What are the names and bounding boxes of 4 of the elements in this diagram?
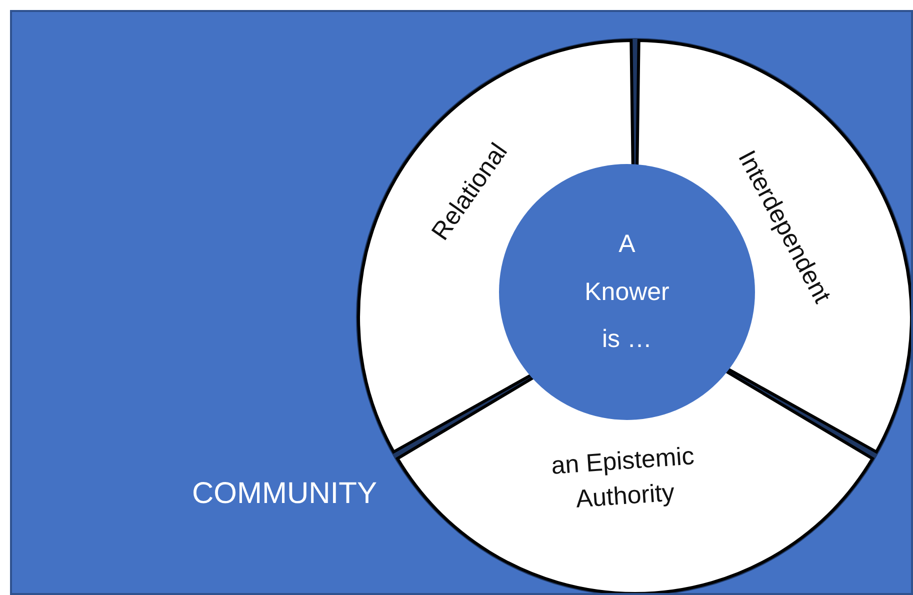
center-label: A Knower is … [584, 228, 670, 355]
segment-label: an Epistemic Authority [549, 441, 696, 516]
community-label: COMMUNITY [192, 477, 377, 511]
community-panel [10, 10, 913, 595]
